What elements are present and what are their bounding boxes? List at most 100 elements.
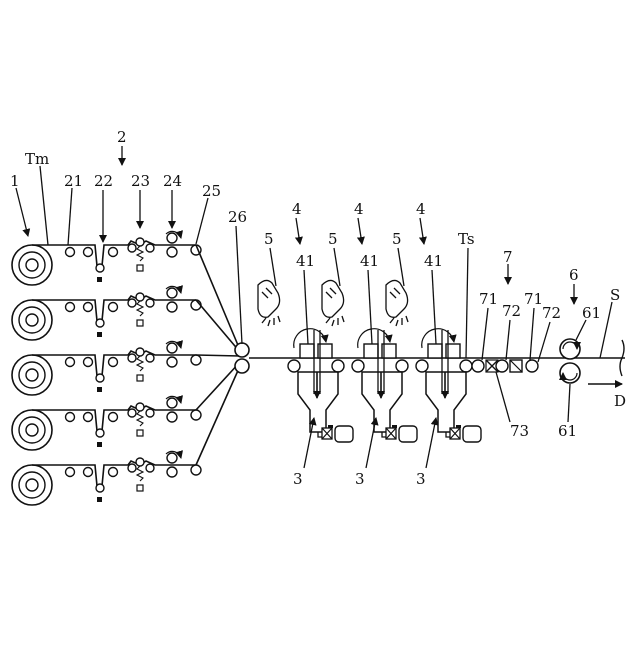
label-1: 1 bbox=[10, 172, 20, 190]
dancer-roller bbox=[136, 293, 144, 301]
label-4b: 4 bbox=[354, 200, 364, 218]
feed-lines bbox=[12, 231, 201, 505]
guide-roller bbox=[128, 409, 136, 417]
spring bbox=[137, 356, 143, 371]
pinch-roller bbox=[167, 398, 177, 408]
label-3b: 3 bbox=[355, 470, 365, 488]
roller-pair bbox=[416, 329, 472, 394]
weight-block bbox=[137, 430, 143, 436]
label-s: S bbox=[610, 286, 620, 304]
pinch-roller bbox=[167, 357, 177, 367]
converging-webs bbox=[196, 245, 240, 465]
label-41a: 41 bbox=[296, 252, 315, 270]
supply-reel bbox=[12, 465, 52, 505]
label-5c: 5 bbox=[392, 230, 402, 248]
pump-unit bbox=[446, 425, 481, 442]
guide-roller bbox=[66, 468, 75, 477]
guide-roller bbox=[84, 358, 93, 367]
nozzle-unit bbox=[258, 280, 280, 326]
pump-unit bbox=[318, 425, 353, 442]
guide-roller bbox=[109, 468, 118, 477]
guide-roller bbox=[66, 303, 75, 312]
pinch-roller bbox=[167, 233, 177, 243]
weight-block bbox=[137, 320, 143, 326]
pinch-roller bbox=[167, 453, 177, 463]
guide-roller bbox=[96, 429, 104, 437]
collection-hopper bbox=[298, 372, 338, 432]
dancer-roller bbox=[136, 238, 144, 246]
label-22: 22 bbox=[94, 172, 113, 190]
guide-roller bbox=[146, 299, 154, 307]
sensor-block bbox=[97, 277, 102, 282]
guide-roller bbox=[84, 468, 93, 477]
weight-block bbox=[137, 375, 143, 381]
label-71a: 71 bbox=[479, 290, 498, 308]
guide-roller bbox=[128, 244, 136, 252]
guide-roller bbox=[66, 413, 75, 422]
guide-roller bbox=[128, 354, 136, 362]
supply-reel bbox=[12, 410, 52, 450]
label-7: 7 bbox=[503, 248, 513, 266]
sensor-block bbox=[97, 387, 102, 392]
label-5b: 5 bbox=[328, 230, 338, 248]
label-41b: 41 bbox=[360, 252, 379, 270]
label-26: 26 bbox=[228, 208, 247, 226]
dancer-roller bbox=[136, 403, 144, 411]
guide-roller bbox=[96, 374, 104, 382]
label-4c: 4 bbox=[416, 200, 426, 218]
label-3c: 3 bbox=[416, 470, 426, 488]
sensor-block bbox=[97, 497, 102, 502]
label-5a: 5 bbox=[264, 230, 274, 248]
guide-roller bbox=[191, 410, 201, 420]
collection-hopper bbox=[362, 372, 402, 432]
nozzle-unit bbox=[322, 280, 344, 326]
label-4a: 4 bbox=[292, 200, 302, 218]
pinch-roller bbox=[167, 302, 177, 312]
guide-roller bbox=[66, 358, 75, 367]
guide-roller bbox=[128, 299, 136, 307]
label-24: 24 bbox=[163, 172, 182, 190]
guide-roller bbox=[128, 464, 136, 472]
label-21: 21 bbox=[64, 172, 83, 190]
guide-roller bbox=[109, 358, 118, 367]
sensor-block bbox=[97, 332, 102, 337]
guide-roller bbox=[146, 244, 154, 252]
guide-roller bbox=[109, 303, 118, 312]
guide-roller bbox=[109, 248, 118, 257]
take-up-rollers bbox=[560, 339, 580, 383]
label-41c: 41 bbox=[424, 252, 443, 270]
spring bbox=[137, 246, 143, 261]
guide-roller bbox=[84, 303, 93, 312]
guide-roller bbox=[84, 248, 93, 257]
spring bbox=[137, 466, 143, 481]
feed-line bbox=[12, 231, 201, 285]
guide-roller bbox=[146, 354, 154, 362]
guide-roller bbox=[191, 355, 201, 365]
pinch-roller bbox=[167, 412, 177, 422]
guide-roller bbox=[66, 248, 75, 257]
guide-roller bbox=[84, 413, 93, 422]
cutting-unit bbox=[472, 360, 538, 372]
spring bbox=[137, 301, 143, 316]
pinch-roller bbox=[167, 467, 177, 477]
label-73: 73 bbox=[510, 422, 529, 440]
label-tm: Tm bbox=[25, 150, 49, 168]
weight-block bbox=[137, 485, 143, 491]
label-61a: 61 bbox=[582, 304, 601, 322]
label-61b: 61 bbox=[558, 422, 577, 440]
label-ts: Ts bbox=[458, 230, 475, 248]
label-d: D bbox=[614, 392, 626, 410]
feed-line bbox=[12, 286, 201, 340]
label-72a: 72 bbox=[502, 302, 521, 320]
label-71b: 71 bbox=[524, 290, 543, 308]
supply-reel bbox=[12, 300, 52, 340]
feed-line bbox=[12, 396, 201, 450]
label-2: 2 bbox=[117, 128, 127, 146]
dancer-roller bbox=[136, 458, 144, 466]
guide-roller bbox=[96, 484, 104, 492]
guide-roller bbox=[96, 319, 104, 327]
nozzle-unit bbox=[386, 280, 408, 326]
roller-pair bbox=[288, 329, 344, 394]
